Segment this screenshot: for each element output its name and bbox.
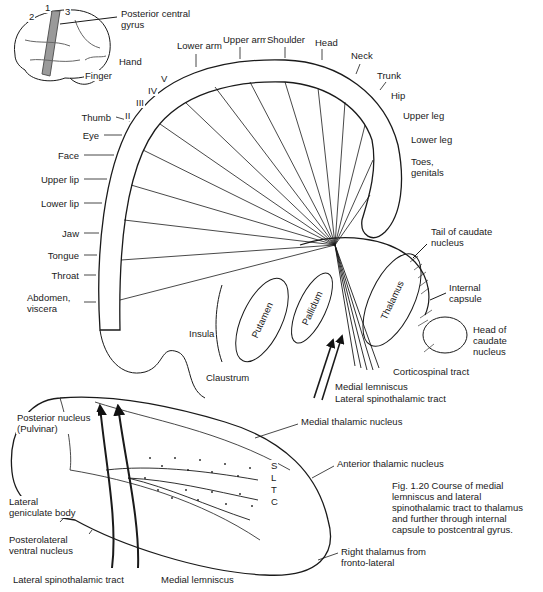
part-label: Upper arm bbox=[222, 34, 269, 45]
capsule-hatching bbox=[418, 310, 434, 352]
somatotopy-letter: T bbox=[270, 484, 278, 495]
digit-number: II bbox=[124, 110, 131, 121]
callout-number: 2 bbox=[28, 11, 35, 22]
somatotopy-letter: S bbox=[270, 460, 278, 471]
part-label: Posterolateral ventral nucleus bbox=[8, 534, 90, 556]
part-label: Right thalamus from fronto-lateral bbox=[340, 546, 438, 568]
thalamus-hatching bbox=[410, 256, 429, 294]
part-label: Thumb bbox=[80, 112, 112, 123]
part-label: Posterior nucleus (Pulvinar) bbox=[16, 412, 98, 434]
claustrum-outline bbox=[216, 285, 222, 362]
callout-number: 1 bbox=[44, 2, 51, 13]
tract-bundle bbox=[335, 245, 379, 370]
part-label: Finger bbox=[84, 70, 113, 81]
part-label: Lateral spinothalamic tract bbox=[12, 574, 125, 585]
part-label: Tongue bbox=[47, 250, 80, 261]
ascending-arrow bbox=[118, 406, 138, 568]
part-label: Upper lip bbox=[40, 174, 80, 185]
somatotopy-letter: C bbox=[270, 496, 279, 507]
part-label: Internal capsule bbox=[448, 282, 502, 304]
part-label: Insula bbox=[188, 328, 215, 339]
part-label: Eye bbox=[82, 130, 100, 141]
fibre-fan bbox=[120, 82, 373, 300]
part-label: Toes, genitals bbox=[410, 156, 462, 178]
brain-sulci bbox=[25, 20, 106, 61]
part-label: Head of caudate nucleus bbox=[472, 324, 534, 357]
part-label: Pallidum bbox=[299, 288, 325, 327]
cortex-band bbox=[99, 60, 402, 330]
pallidum-outline bbox=[283, 268, 340, 349]
part-label: Abdomen, viscera bbox=[26, 292, 80, 314]
putamen-outline bbox=[225, 271, 299, 369]
part-label: Medial lemniscus bbox=[160, 574, 235, 585]
leader-line bbox=[413, 244, 446, 300]
callout-number: 3 bbox=[64, 6, 71, 17]
part-label: Hand bbox=[118, 56, 143, 67]
stipple-dots bbox=[144, 457, 253, 507]
part-label: Lateral spinothalamic tract bbox=[334, 393, 447, 404]
part-label: Tail of caudate nucleus bbox=[430, 226, 502, 248]
part-label: Lateral geniculate body bbox=[8, 496, 82, 518]
part-label: Jaw bbox=[61, 228, 80, 239]
part-label: Upper leg bbox=[402, 110, 445, 121]
digit-number: V bbox=[160, 73, 168, 84]
part-label: Throat bbox=[51, 270, 80, 281]
digit-number: IV bbox=[147, 85, 158, 96]
part-label: Hip bbox=[390, 90, 406, 101]
part-label: Anterior thalamic nucleus bbox=[336, 458, 445, 469]
part-label: Medial lemniscus bbox=[334, 381, 409, 392]
part-label: Face bbox=[57, 150, 80, 161]
figure-caption: Fig. 1.20 Course of medial lemniscus and… bbox=[392, 480, 540, 535]
part-label: Medial thalamic nucleus bbox=[300, 416, 403, 427]
part-label: Lower lip bbox=[40, 198, 80, 209]
part-label: Claustrum bbox=[205, 372, 250, 383]
ascending-arrow bbox=[314, 340, 333, 398]
part-label: Shoulder bbox=[266, 34, 306, 45]
part-label: Lower arm bbox=[176, 40, 223, 51]
somatotopy-letter: L bbox=[270, 472, 277, 483]
digit-number: III bbox=[135, 97, 145, 108]
part-label: Lower leg bbox=[410, 134, 453, 145]
leader-line bbox=[60, 17, 117, 24]
part-label: Neck bbox=[350, 50, 374, 61]
part-label: Thalamus bbox=[378, 278, 406, 322]
part-label: Posterior central gyrus bbox=[120, 8, 194, 30]
leader-line bbox=[60, 424, 338, 560]
insula-folds bbox=[100, 330, 205, 398]
ascending-arrow bbox=[100, 406, 114, 568]
part-label: Corticospinal tract bbox=[392, 366, 470, 377]
part-label: Putamen bbox=[249, 300, 276, 341]
part-label: Head bbox=[314, 37, 339, 48]
part-label: Trunk bbox=[376, 70, 402, 81]
